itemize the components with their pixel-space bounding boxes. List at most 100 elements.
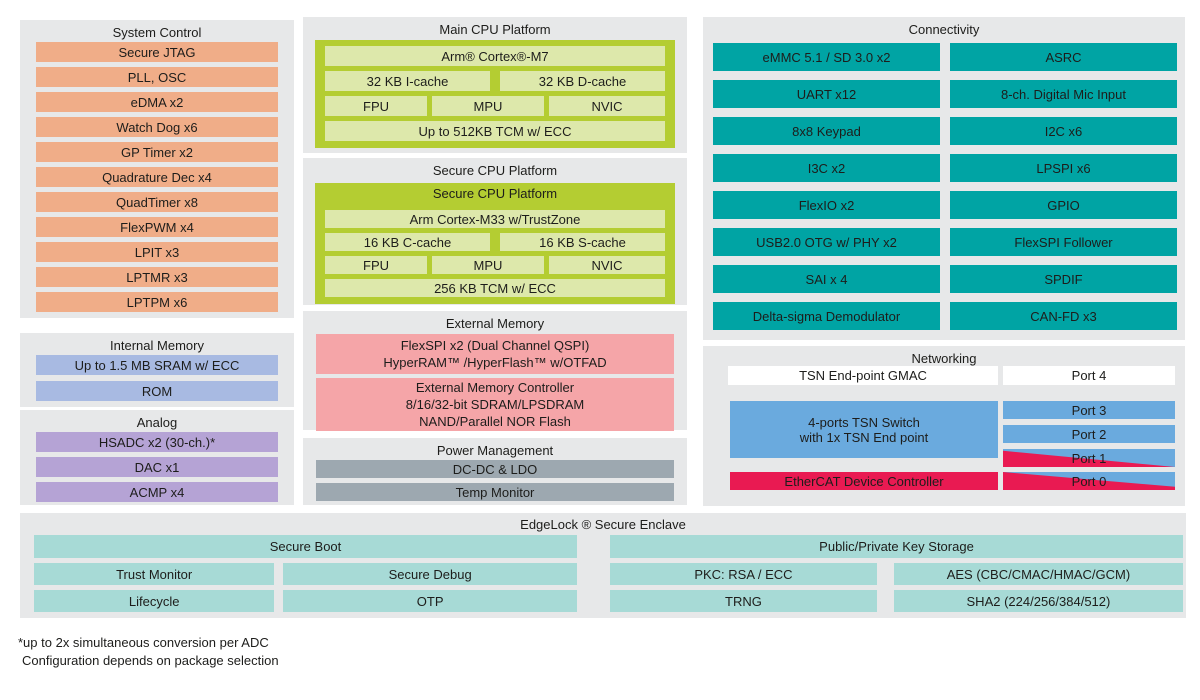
- block-secure-nvic: NVIC: [549, 256, 665, 274]
- block-asrc: ASRC: [950, 43, 1177, 71]
- system-control-title: System Control: [112, 25, 202, 40]
- internal-memory-rows: Up to 1.5 MB SRAM w/ ECC ROM: [20, 353, 294, 401]
- tsn-switch-line2: with 1x TSN End point: [799, 429, 929, 445]
- block-acmp: ACMP x4: [36, 482, 278, 502]
- block-can-fd: CAN-FD x3: [950, 302, 1177, 330]
- block-key-storage: Public/Private Key Storage: [610, 535, 1183, 558]
- networking-title: Networking: [911, 351, 977, 366]
- block-secure-fpu: FPU: [325, 256, 427, 274]
- block-trust-monitor: Trust Monitor: [34, 563, 275, 585]
- block-fpu: FPU: [325, 96, 427, 116]
- tsn-switch-line1: 4-ports TSN Switch: [808, 414, 920, 430]
- panel-analog: Analog HSADC x2 (30-ch.)* DAC x1 ACMP x4: [20, 410, 294, 505]
- block-lptpm: LPTPM x6: [36, 292, 278, 312]
- edgelock-left-row3: Lifecycle OTP: [34, 590, 577, 612]
- secure-cpu-title: Secure CPU Platform: [432, 163, 558, 178]
- block-flexspi: FlexSPI x2 (Dual Channel QSPI) HyperRAM™…: [316, 334, 674, 374]
- block-edma: eDMA x2: [36, 92, 278, 112]
- block-flexspi-follower: FlexSPI Follower: [950, 228, 1177, 256]
- block-pll-osc: PLL, OSC: [36, 67, 278, 87]
- block-uart: UART x12: [713, 80, 940, 108]
- port-1-label: Port 1: [1071, 450, 1107, 466]
- block-watchdog: Watch Dog x6: [36, 117, 278, 137]
- secure-cpu-cache-row: 16 KB C-cache 16 KB S-cache: [325, 233, 665, 251]
- block-flexio: FlexIO x2: [713, 191, 940, 219]
- block-cortex-m7: Arm® Cortex®-M7: [325, 46, 665, 66]
- block-spdif: SPDIF: [950, 265, 1177, 293]
- panel-edgelock-secure-enclave: EdgeLock ® Secure Enclave Secure Boot Tr…: [20, 513, 1186, 618]
- block-tcm: Up to 512KB TCM w/ ECC: [325, 121, 665, 141]
- analog-title: Analog: [136, 415, 178, 430]
- block-i3c: I3C x2: [713, 154, 940, 182]
- edgelock-right-half: Public/Private Key Storage PKC: RSA / EC…: [610, 535, 1183, 612]
- block-port-4: Port 4: [1003, 366, 1175, 385]
- panel-external-memory: External Memory FlexSPI x2 (Dual Channel…: [303, 311, 687, 431]
- block-icache: 32 KB I-cache: [325, 71, 490, 91]
- block-tsn-switch: 4-ports TSN Switch with 1x TSN End point: [730, 401, 998, 458]
- footnote-line-1: *up to 2x simultaneous conversion per AD…: [18, 635, 269, 650]
- block-otp: OTP: [283, 590, 577, 612]
- block-dac: DAC x1: [36, 457, 278, 477]
- footnote-line-2: Configuration depends on package selecti…: [22, 653, 279, 668]
- secure-cpu-core-group: Secure CPU Platform Arm Cortex-M33 w/Tru…: [315, 183, 675, 304]
- block-ethercat: EtherCAT Device Controller: [730, 472, 998, 490]
- edgelock-left-half: Secure Boot Trust Monitor Secure Debug L…: [34, 535, 577, 612]
- block-lpit: LPIT x3: [36, 242, 278, 262]
- block-hsadc: HSADC x2 (30-ch.)*: [36, 432, 278, 452]
- emc-line2: 8/16/32-bit SDRAM/LPSDRAM: [405, 397, 585, 412]
- block-lpspi: LPSPI x6: [950, 154, 1177, 182]
- block-port-0: Port 0: [1003, 472, 1175, 490]
- connectivity-title: Connectivity: [908, 22, 980, 37]
- panel-secure-cpu: Secure CPU Platform Secure CPU Platform …: [303, 158, 687, 305]
- connectivity-grid: eMMC 5.1 / SD 3.0 x2 ASRC UART x12 8-ch.…: [713, 43, 1177, 330]
- panel-main-cpu: Main CPU Platform Arm® Cortex®-M7 32 KB …: [303, 17, 687, 153]
- block-nvic: NVIC: [549, 96, 665, 116]
- secure-cpu-unit-row: FPU MPU NVIC: [325, 256, 665, 274]
- block-mpu: MPU: [432, 96, 544, 116]
- block-port-3: Port 3: [1003, 401, 1175, 419]
- block-sai: SAI x 4: [713, 265, 940, 293]
- block-scache: 16 KB S-cache: [500, 233, 665, 251]
- main-cpu-cache-row: 32 KB I-cache 32 KB D-cache: [325, 71, 665, 91]
- block-cortex-m33: Arm Cortex-M33 w/TrustZone: [325, 210, 665, 228]
- block-emmc-sd: eMMC 5.1 / SD 3.0 x2: [713, 43, 940, 71]
- flexspi-line1: FlexSPI x2 (Dual Channel QSPI): [400, 338, 590, 353]
- block-rom: ROM: [36, 381, 278, 401]
- block-secure-jtag: Secure JTAG: [36, 42, 278, 62]
- block-ext-memory-controller: External Memory Controller 8/16/32-bit S…: [316, 378, 674, 431]
- main-cpu-core-group: Arm® Cortex®-M7 32 KB I-cache 32 KB D-ca…: [315, 40, 675, 148]
- block-i2c: I2C x6: [950, 117, 1177, 145]
- panel-power-management: Power Management DC-DC & LDO Temp Monito…: [303, 438, 687, 505]
- block-trng: TRNG: [610, 590, 877, 612]
- block-flexpwm: FlexPWM x4: [36, 217, 278, 237]
- panel-internal-memory: Internal Memory Up to 1.5 MB SRAM w/ ECC…: [20, 333, 294, 407]
- emc-line1: External Memory Controller: [415, 380, 575, 395]
- secure-cpu-inner-title: Secure CPU Platform: [432, 186, 558, 201]
- power-rows: DC-DC & LDO Temp Monitor: [303, 458, 687, 501]
- port-0-label: Port 0: [1071, 473, 1107, 489]
- block-port-1: Port 1: [1003, 449, 1175, 467]
- flexspi-line2: HyperRAM™ /HyperFlash™ w/OTFAD: [383, 355, 607, 370]
- block-tsn-gmac: TSN End-point GMAC: [728, 366, 998, 385]
- block-keypad: 8x8 Keypad: [713, 117, 940, 145]
- block-usb-otg: USB2.0 OTG w/ PHY x2: [713, 228, 940, 256]
- block-lptmr: LPTMR x3: [36, 267, 278, 287]
- block-delta-sigma: Delta-sigma Demodulator: [713, 302, 940, 330]
- block-secure-mpu: MPU: [432, 256, 544, 274]
- block-gpio: GPIO: [950, 191, 1177, 219]
- block-sha2: SHA2 (224/256/384/512): [893, 590, 1183, 612]
- block-ccache: 16 KB C-cache: [325, 233, 490, 251]
- block-temp-monitor: Temp Monitor: [316, 483, 674, 501]
- block-gp-timer: GP Timer x2: [36, 142, 278, 162]
- edgelock-right-row2: PKC: RSA / ECC AES (CBC/CMAC/HMAC/GCM): [610, 563, 1183, 585]
- system-control-rows: Secure JTAG PLL, OSC eDMA x2 Watch Dog x…: [20, 40, 294, 312]
- edgelock-left-row2: Trust Monitor Secure Debug: [34, 563, 577, 585]
- panel-connectivity: Connectivity eMMC 5.1 / SD 3.0 x2 ASRC U…: [703, 17, 1185, 340]
- analog-rows: HSADC x2 (30-ch.)* DAC x1 ACMP x4: [20, 430, 294, 502]
- block-secure-tcm: 256 KB TCM w/ ECC: [325, 279, 665, 297]
- internal-memory-title: Internal Memory: [110, 338, 204, 353]
- block-secure-boot: Secure Boot: [34, 535, 577, 558]
- block-quadrature-dec: Quadrature Dec x4: [36, 167, 278, 187]
- panel-networking: Networking TSN End-point GMAC Port 4 4-p…: [703, 346, 1185, 506]
- edgelock-title: EdgeLock ® Secure Enclave: [520, 517, 686, 532]
